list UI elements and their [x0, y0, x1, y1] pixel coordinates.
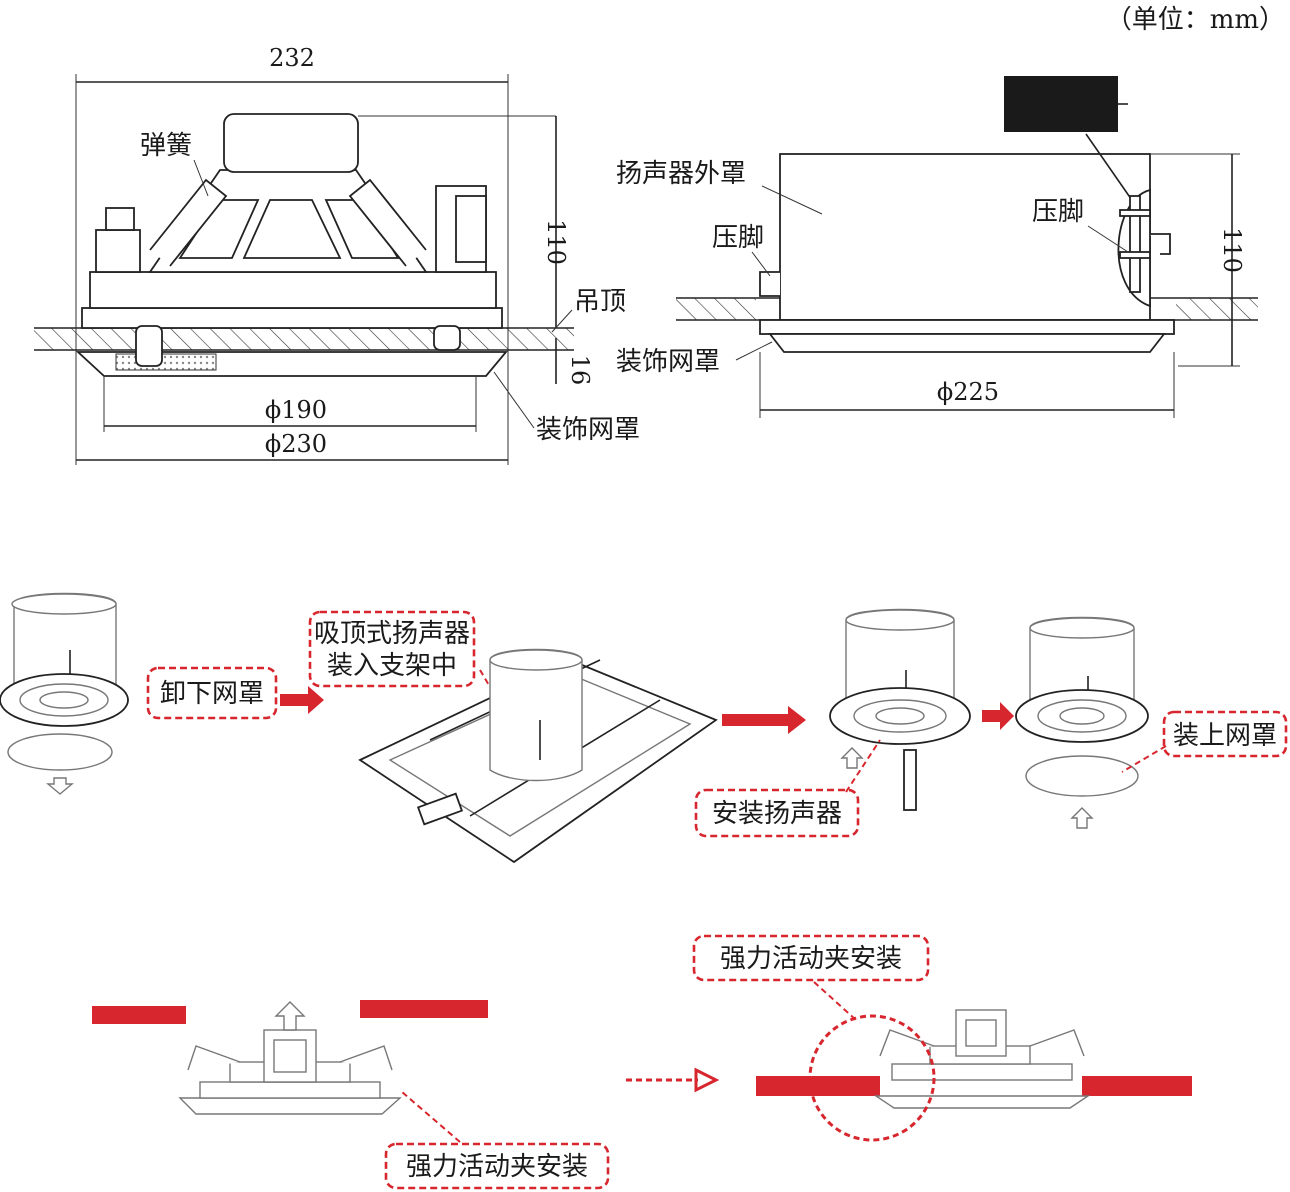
dim-d230: ϕ230 — [265, 430, 327, 458]
ceiling-bar-right-1 — [756, 1076, 880, 1096]
step2-label-1: 吸顶式扬声器 — [314, 619, 470, 649]
caption-right: 强力活动夹安装 — [720, 944, 902, 974]
arrow-step2 — [722, 706, 806, 734]
speaker-after-clamp — [873, 1009, 1091, 1109]
step1-box — [146, 666, 278, 720]
dim-d190: ϕ190 — [265, 396, 327, 424]
caption-left: 强力活动夹安装 — [406, 1152, 588, 1182]
speaker-step1 — [0, 592, 129, 795]
clamp-highlight-circle — [808, 1014, 936, 1142]
label-clamp-right: 压脚 — [1032, 197, 1084, 227]
dim-16: 16 — [566, 355, 594, 386]
ceiling-bar-right-2 — [1082, 1076, 1192, 1096]
step4-box — [1162, 710, 1288, 758]
label-spring: 弹簧 — [140, 131, 192, 161]
dim-232: 232 — [269, 44, 315, 72]
middle-steps: 卸下网罩 吸顶式扬声器 装入支架中 — [0, 592, 1288, 864]
ceiling-bar-left-1 — [92, 1006, 186, 1024]
step3-box — [694, 788, 860, 838]
caption-right-box — [692, 934, 930, 982]
label-clamp-left: 压脚 — [712, 223, 764, 253]
bottom-steps: 强力活动夹安装 强力活动夹安装 — [92, 934, 1192, 1190]
arrow-bottom — [694, 1067, 720, 1093]
speaker-before-clamp — [178, 1001, 402, 1115]
arrow-step1 — [280, 686, 324, 714]
label-grille-right: 装饰网罩 — [616, 347, 720, 377]
label-cover: 扬声器外罩 — [616, 159, 746, 189]
actuator-box — [1004, 76, 1118, 132]
step3-label: 安装扬声器 — [712, 799, 842, 829]
label-grille-left: 装饰网罩 — [536, 415, 640, 445]
ceiling-bar-left-2 — [360, 1000, 488, 1018]
top-right-drawing: 110 ϕ225 扬声器外罩 压脚 压脚 装饰网罩 — [616, 76, 1258, 418]
label-ceiling: 吊顶 — [574, 287, 626, 317]
caption-left-box — [384, 1142, 610, 1190]
step1-label: 卸下网罩 — [160, 679, 264, 709]
step2-label-2: 装入支架中 — [327, 651, 457, 681]
step2-box — [308, 610, 476, 688]
step4-label: 装上网罩 — [1173, 721, 1277, 751]
speaker-step3 — [829, 608, 971, 811]
bracket-with-speaker — [358, 648, 718, 864]
dim-d225: ϕ225 — [937, 378, 999, 406]
top-left-drawing: 232 110 16 — [34, 44, 640, 465]
dim-110-left: 110 — [542, 219, 570, 265]
speaker-step4 — [1015, 616, 1149, 829]
arrow-step3 — [982, 702, 1014, 730]
dim-110-right: 110 — [1218, 227, 1246, 273]
unit-note: （单位：mm） — [1106, 5, 1285, 35]
